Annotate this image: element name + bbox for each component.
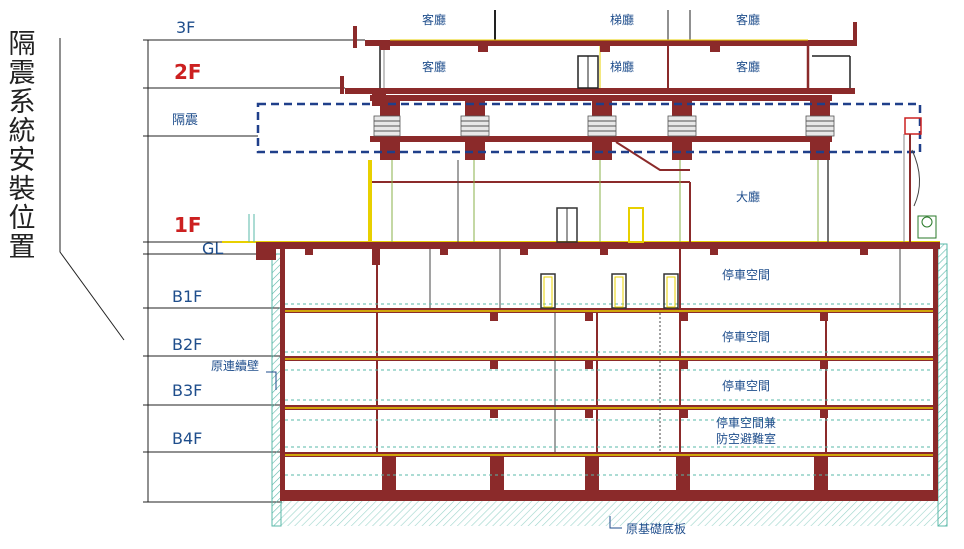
level-label-b2f: B2F bbox=[172, 335, 202, 354]
room-label-guest-3f-right: 客廳 bbox=[736, 12, 760, 27]
isolator-bearing-stripes bbox=[374, 120, 834, 132]
level-label-2f: 2F bbox=[174, 60, 202, 84]
diagram-title: 隔震系統安裝位置 bbox=[8, 29, 36, 263]
stair-isolation-zone bbox=[615, 141, 690, 171]
diaphragm-wall-right bbox=[937, 243, 948, 527]
level-label-3f: 3F bbox=[176, 18, 195, 37]
room-label-parking-b2: 停車空間 bbox=[722, 329, 770, 344]
third-floor-structure bbox=[353, 10, 857, 52]
level-label-b1f: B1F bbox=[172, 287, 202, 306]
b1-doors-inner bbox=[543, 276, 676, 308]
level-label-gl: GL bbox=[202, 239, 223, 258]
title-leader-line bbox=[59, 38, 125, 341]
basement-dashed-lines bbox=[285, 303, 933, 476]
room-label-parking-b1: 停車空間 bbox=[722, 267, 770, 282]
basement-thin-lines bbox=[429, 249, 901, 452]
second-floor-structure bbox=[340, 44, 855, 106]
level-label-b4f: B4F bbox=[172, 429, 202, 448]
basement-yellow-lines bbox=[285, 310, 933, 456]
b1-doors bbox=[540, 273, 679, 309]
level-label-1f: 1F bbox=[174, 213, 202, 237]
ground-floor-structure bbox=[368, 160, 829, 243]
room-label-guest-3f-left: 客廳 bbox=[422, 12, 446, 27]
isolation-band bbox=[256, 102, 922, 154]
note-diaphragm-wall-leader bbox=[266, 371, 277, 390]
room-label-parking-b4-line1: 停車空間兼 bbox=[716, 415, 776, 430]
room-label-stair-3f: 梯廳 bbox=[610, 12, 634, 27]
entrance-canopy bbox=[903, 117, 937, 242]
note-foundation-slab: 原基礎底板 bbox=[626, 521, 686, 536]
note-diaphragm-wall: 原連續壁 bbox=[211, 358, 259, 373]
room-label-lobby: 大廳 bbox=[736, 189, 760, 204]
note-foundation-slab-leader bbox=[609, 516, 622, 529]
level-label-isolation: 隔震 bbox=[172, 113, 198, 128]
room-label-guest-2f-right: 客廳 bbox=[736, 59, 760, 74]
room-label-stair-2f: 梯廳 bbox=[610, 59, 634, 74]
room-label-parking-b3: 停車空間 bbox=[722, 378, 770, 393]
level-label-b3f: B3F bbox=[172, 381, 202, 400]
gl-railing-left bbox=[248, 214, 255, 242]
room-label-guest-2f-left: 客廳 bbox=[422, 59, 446, 74]
room-label-parking-b4-line2: 防空避難室 bbox=[716, 431, 776, 446]
